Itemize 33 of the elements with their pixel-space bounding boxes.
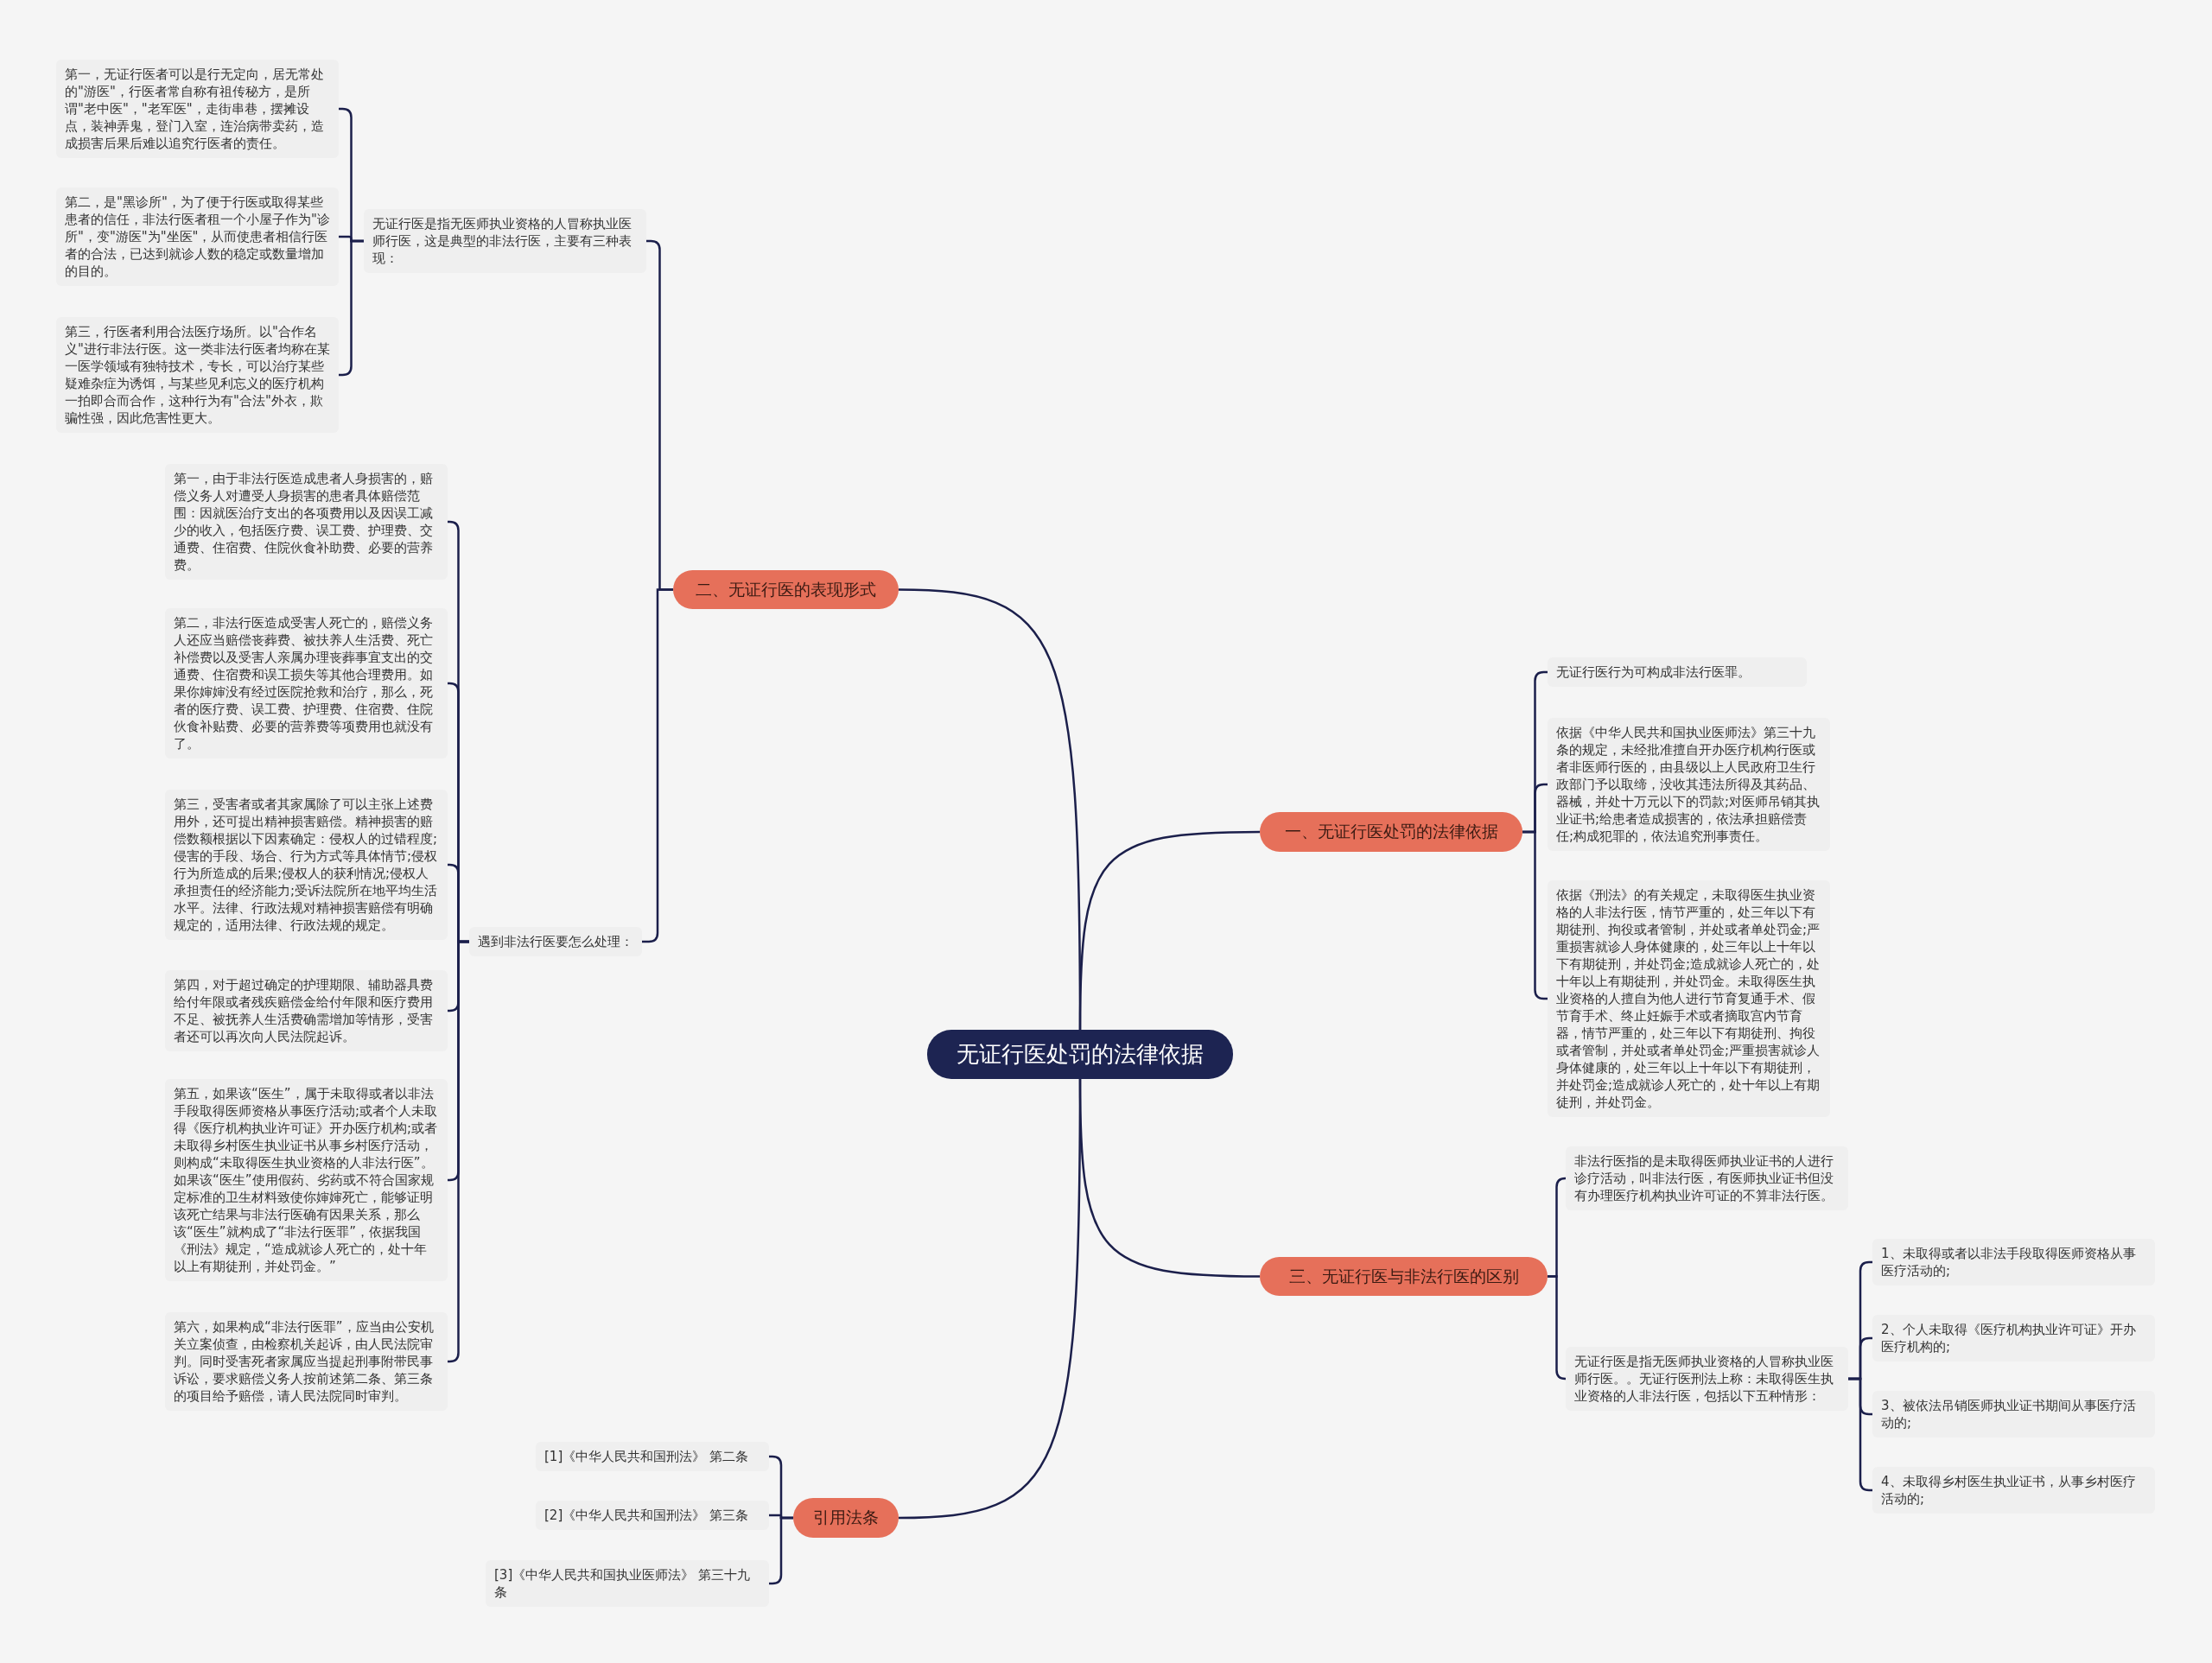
topic-card: 第四，对于超过确定的护理期限、辅助器具费给付年限或者残疾赔偿金给付年限和医疗费用不足、被抚养人生活费确需增加等情形，受害者还可以再次向人民法院起诉。 [165,970,448,1051]
topic-card: 无证行医是指无医师执业资格的人冒称执业医师行医。。无证行医刑法上称：未取得医生执业资格的人非法行医，包括以下五种情形： [1566,1347,1848,1411]
topic-card: 依据《中华人民共和国执业医师法》第三十九条的规定，未经批准擅自开办医疗机构行医或者非医师行医的，由县级以上人民政府卫生行政部门予以取缔，没收其违法所得及其药品、器械，并处十万元以下的罚款;对医师吊销其执业证书;给患者造成损害的，依法承担赔偿责任;构成犯罪的，依法追究刑事责任。 [1548,718,1830,851]
topic-card: 无证行医是指无医师执业资格的人冒称执业医师行医，这是典型的非法行医，主要有三种表现： [364,209,646,273]
topic-card: 第三，行医者利用合法医疗场所。以"合作名义"进行非法行医。这一类非法行医者均称在某一医学领域有独特技术，专长，可以治疗某些疑难杂症为诱饵，与某些见利忘义的医疗机构一拍即合而合作，这种行为有"合法"外衣，欺骗性强，因此危害性更大。 [56,317,339,433]
connector-line [1078,830,1260,1030]
connector-line [642,588,673,943]
topic-card: [1]《中华人民共和国刑法》 第二条 [536,1442,769,1471]
branch-topic: 引用法条 [793,1498,899,1538]
topic-card: [3]《中华人民共和国执业医师法》 第三十九条 [486,1560,769,1607]
topic-card: 非法行医指的是未取得医师执业证书的人进行诊疗活动，叫非法行医，有医师执业证书但没有办理医疗机构执业许可证的不算非法行医。 [1566,1146,1848,1210]
topic-card: 3、被依法吊销医师执业证书期间从事医疗活动的; [1872,1391,2155,1438]
topic-card: 第二，非法行医造成受害人死亡的，赔偿义务人还应当赔偿丧葬费、被扶养人生活费、死亡补偿费以及受害人亲属办理丧葬事宜支出的交通费、住宿费和误工损失等其他合理费用。如果你婶婶没有经过医院抢救和治疗，那么，死者的医疗费、误工费、护理费、住宿费、住院伙食补贴费、必要的营养费等项费用也就没有了。 [165,608,448,759]
branch-topic: 三、无证行医与非法行医的区别 [1260,1257,1548,1296]
topic-card: 遇到非法行医要怎么处理： [469,927,642,956]
topic-card: 第六，如果构成“非法行医罪”，应当由公安机关立案侦查，由检察机关起诉，由人民法院审判。同时受害死者家属应当提起刑事附带民事诉讼，要求赔偿义务人按前述第二条、第三条的项目给予赔偿，请人民法院同时审判。 [165,1312,448,1411]
topic-card: 1、未取得或者以非法手段取得医师资格从事医疗活动的; [1872,1239,2155,1285]
central-topic: 无证行医处罚的法律依据 [927,1030,1233,1079]
topic-card: 第五，如果该“医生”，属于未取得或者以非法手段取得医师资格从事医疗活动;或者个人未取得《医疗机构执业许可证》开办医疗机构;或者未取得乡村医生执业证书从事乡村医疗活动，则构成“未取得医生执业资格的人非法行医”。如果该“医生”使用假药、劣药或不符合国家规定标准的卫生材料致使你婶婶死亡，能够证明该死亡结果与非法行医确有因果关系，那么该“医生”就构成了“非法行医罪”，依据我国《刑法》规定，“造成就诊人死亡的，处十年以上有期徒刑，并处罚金。” [165,1079,448,1281]
topic-card: 依据《刑法》的有关规定，未取得医生执业资格的人非法行医，情节严重的，处三年以下有期徒刑、拘役或者管制，并处或者单处罚金;严重损害就诊人身体健康的，处三年以上十年以下有期徒刑，并处罚金;造成就诊人死亡的，处十年以上有期徒刑，并处罚金。未取得医生执业资格的人擅自为他人进行节育复通手术、假节育手术、终止妊娠手术或者摘取宫内节育器，情节严重的，处三年以下有期徒刑、拘役或者管制，并处或者单处罚金;严重损害就诊人身体健康的，处三年以上十年以下有期徒刑，并处罚金;造成就诊人死亡的，处十年以上有期徒刑，并处罚金。 [1548,880,1830,1117]
topic-card: 第二，是"黑诊所"，为了便于行医或取得某些患者的信任，非法行医者租一个小屋子作为"诊所"，变"游医"为"坐医"，从而使患者相信行医者的合法，已达到就诊人数的稳定或数量增加的目的。 [56,187,339,286]
branch-topic: 二、无证行医的表现形式 [673,570,899,609]
topic-card: [2]《中华人民共和国刑法》 第三条 [536,1501,769,1530]
topic-card: 2、个人未取得《医疗机构执业许可证》开办医疗机构的; [1872,1315,2155,1362]
topic-card: 无证行医行为可构成非法行医罪。 [1548,657,1807,687]
topic-card: 第一，无证行医者可以是行无定向，居无常处的"游医"，行医者常自称有祖传秘方，是所谓"老中医"，"老军医"，走街串巷，摆摊设点，装神弄鬼，登门入室，连治病带卖药，造成损害后果后难以追究行医者的责任。 [56,60,339,158]
connector-line [447,940,469,1363]
connector-line [898,1079,1082,1520]
topic-card: 第三，受害者或者其家属除了可以主张上述费用外，还可提出精神损害赔偿。精神损害的赔偿数额根据以下因素确定：侵权人的过错程度;侵害的手段、场合、行为方式等具体情节;侵权行为所造成的后果;侵权人的获利情况;侵权人承担责任的经济能力;受诉法院所在地平均生活水平。法律、行政法规对精神损害赔偿有明确规定的，适用法律、行政法规的规定。 [165,790,448,940]
topic-card: 第一，由于非法行医造成患者人身损害的，赔偿义务人对遭受人身损害的患者具体赔偿范围：因就医治疗支出的各项费用以及因误工减少的收入，包括医疗费、误工费、护理费、交通费、住宿费、住院伙食补助费、必要的营养费。 [165,464,448,580]
topic-card: 4、未取得乡村医生执业证书，从事乡村医疗活动的; [1872,1467,2155,1514]
connector-line [1548,1275,1567,1381]
branch-topic: 一、无证行医处罚的法律依据 [1260,812,1522,852]
